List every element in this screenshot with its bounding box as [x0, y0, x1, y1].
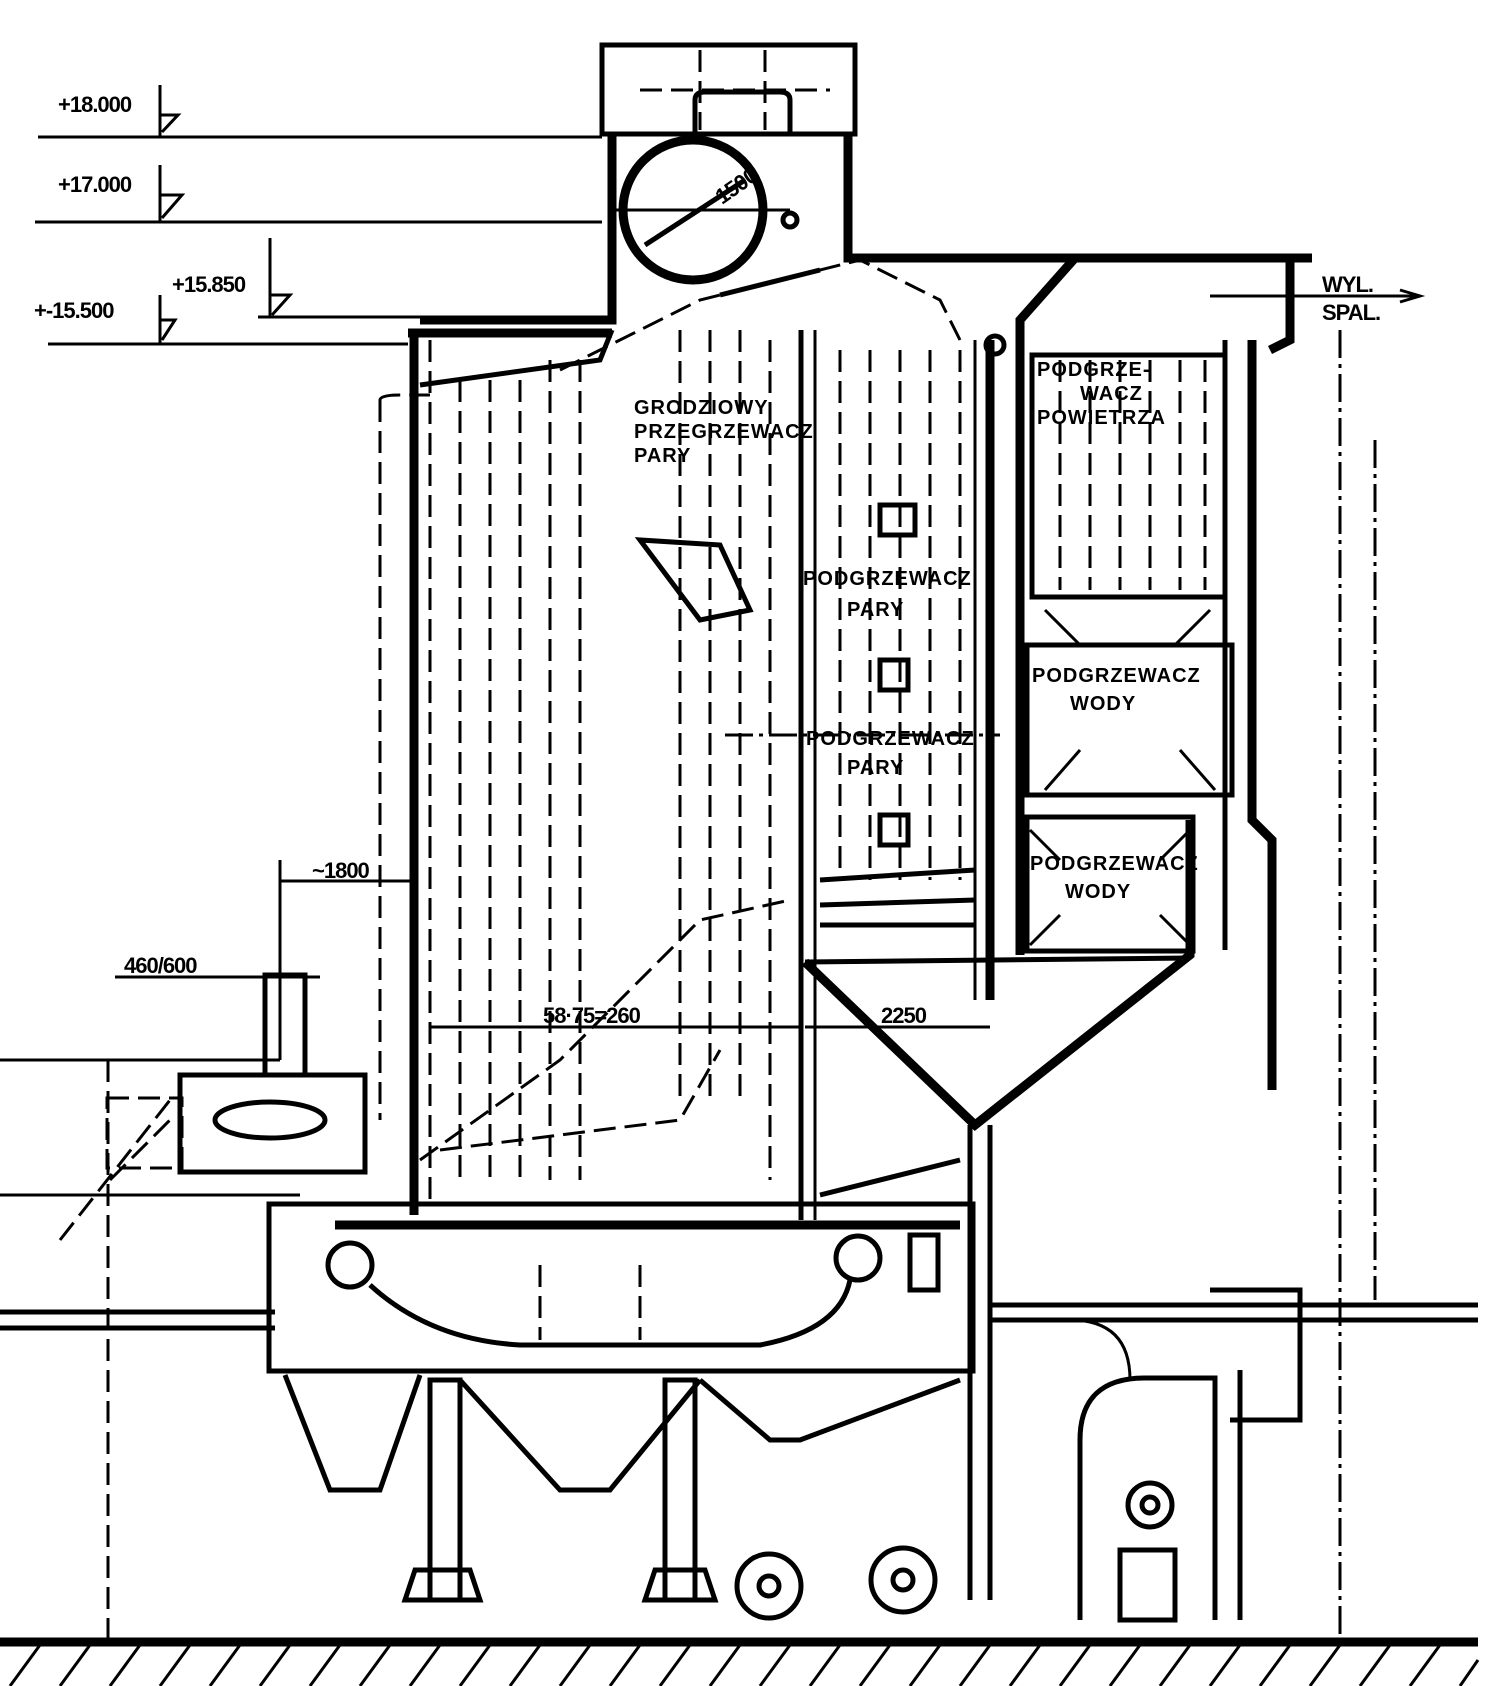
drum-housing: [420, 42, 1312, 372]
label-water-heater-2b: WODY: [1065, 881, 1131, 903]
label-steam-heater-2b: PARY: [847, 757, 904, 779]
label-platen-3: PARY: [634, 445, 691, 467]
label-flue-outlet-2: SPAL.: [1322, 300, 1380, 325]
fan-icon: [868, 1545, 938, 1615]
ground-hatching: [8, 1644, 1480, 1686]
label-steam-heater-1a: PODGRZEWACZ: [803, 568, 972, 590]
fan-icon: [1125, 1480, 1175, 1530]
air-heater-box: [1029, 352, 1228, 600]
elevation-15850: +15.850: [172, 272, 246, 297]
elevation-15500: +-15.500: [34, 298, 114, 323]
dim-1800: ~1800: [312, 858, 370, 883]
ground-lines: [0, 330, 1480, 1686]
label-water-heater-2a: PODGRZEWACZ: [1030, 853, 1199, 875]
label-water-heater-1b: WODY: [1070, 693, 1136, 715]
elevation-17000: +17.000: [58, 172, 132, 197]
coal-feeder: [0, 972, 368, 1241]
label-steam-heater-2a: PODGRZEWACZ: [806, 728, 975, 750]
label-platen-1: GRODZIOWY: [634, 397, 769, 419]
elevation-18000: +18.000: [58, 92, 132, 117]
fan-icon: [734, 1551, 804, 1621]
fans: [734, 1287, 1303, 1623]
third-pass: [1015, 255, 1426, 1090]
elevation-markers: [35, 85, 602, 346]
lower-structure: [106, 1060, 961, 1640]
label-air-heater-3: POWIETRZA: [1037, 407, 1166, 429]
water-heater-1-box: [1024, 642, 1235, 798]
dim-460-600: 460/600: [124, 953, 197, 978]
ash-hopper: [801, 820, 1195, 1600]
label-air-heater-1: PODGRZE-: [1037, 359, 1151, 381]
label-platen-2: PRZEGRZEWACZ: [634, 421, 814, 443]
label-flue-outlet-1: WYL.: [1322, 272, 1373, 297]
label-water-heater-1a: PODGRZEWACZ: [1032, 665, 1201, 687]
dim-2250: 2250: [881, 1003, 927, 1028]
dim-tube-pitch: 58·75=260: [543, 1003, 641, 1028]
travelling-grate: [266, 1201, 976, 1374]
label-steam-heater-1b: PARY: [847, 599, 904, 621]
furnace: [378, 328, 817, 1220]
label-air-heater-2: WACZ: [1080, 383, 1143, 405]
second-pass: [725, 333, 1007, 1000]
